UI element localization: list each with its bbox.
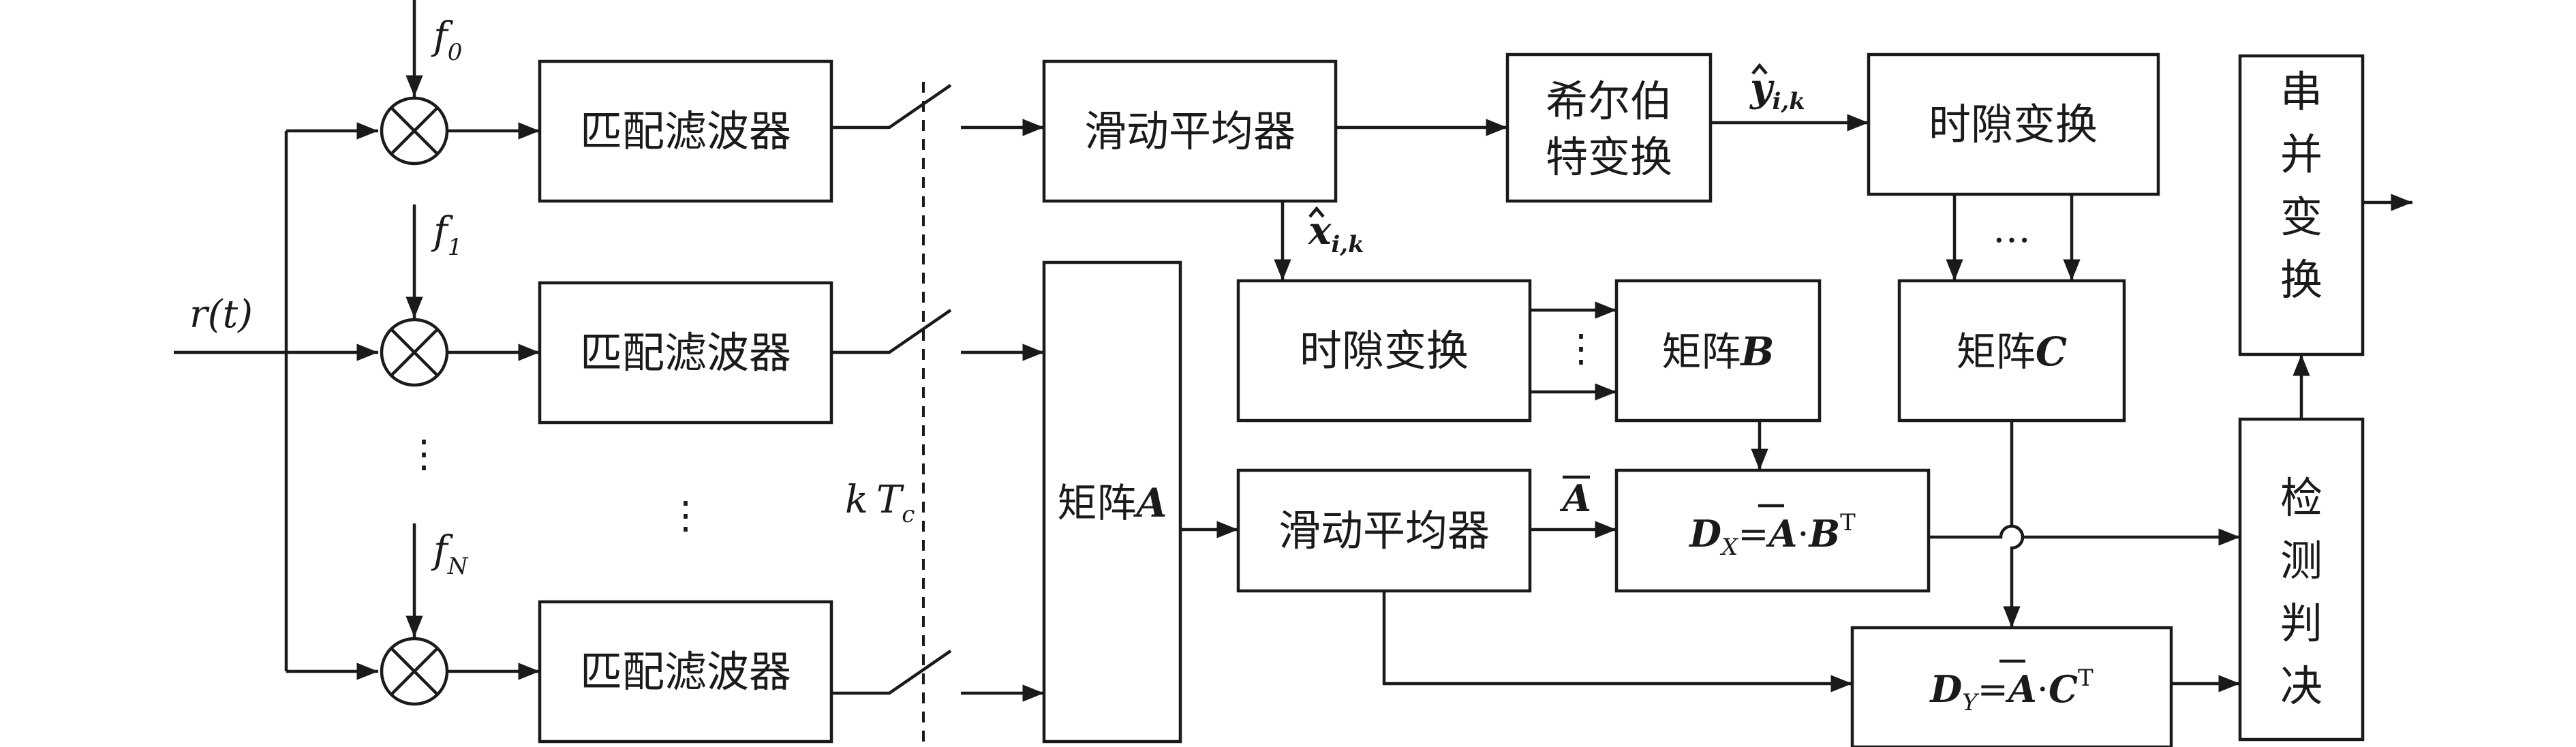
mixer-1 <box>380 318 449 387</box>
vertical-ellipsis-mixers: ⋮ <box>405 432 443 476</box>
horizontal-ellipsis: … <box>1993 207 2031 251</box>
input-label: r(t) <box>189 292 253 337</box>
vertical-ellipsis-slots: ⋮ <box>1562 326 1600 371</box>
svg-text:滑动平均器: 滑动平均器 <box>1278 506 1490 555</box>
moving-average-top: 滑动平均器 <box>1042 59 1338 203</box>
dy-box: DY=A·CT <box>1850 626 2173 747</box>
svg-text:匹配滤波器: 匹配滤波器 <box>580 106 791 156</box>
svg-text:特变换: 特变换 <box>1546 132 1672 182</box>
moving-average-bottom: 滑动平均器 <box>1236 468 1532 593</box>
matrix-c-box: 矩阵C <box>1897 279 2126 423</box>
sampler-switch-0 <box>831 84 952 129</box>
svg-text:滑动平均器: 滑动平均器 <box>1084 106 1295 156</box>
x-hat-caret <box>1308 206 1325 218</box>
matched-filter-1: 匹配滤波器 <box>538 281 833 425</box>
vertical-ellipsis-filters: ⋮ <box>666 493 705 538</box>
a-bar-label: A <box>1559 476 1591 520</box>
svg-text:矩阵C: 矩阵C <box>1957 329 2067 375</box>
osc-label-0: f0 <box>431 14 462 66</box>
y-hat-caret <box>1751 63 1768 75</box>
sampler-switch-1 <box>831 309 952 354</box>
svg-text:决: 决 <box>2280 661 2322 711</box>
svg-text:矩阵A: 矩阵A <box>1057 480 1167 526</box>
dx-formula: DX=A·BT <box>1688 509 1856 561</box>
matrix-b-box: 矩阵B <box>1614 279 1822 423</box>
serial-parallel-transform: 串 并 变 换 <box>2238 54 2365 356</box>
x-hat-label: xi,k <box>1308 209 1364 258</box>
dy-formula: DY=A·CT <box>1929 665 2094 716</box>
mixer-n <box>380 637 449 706</box>
svg-text:变: 变 <box>2280 192 2322 242</box>
osc-label-1: f1 <box>431 209 462 261</box>
svg-text:并: 并 <box>2280 129 2322 179</box>
ma-to-dy <box>1382 591 1852 692</box>
svg-text:检: 检 <box>2280 473 2322 523</box>
svg-text:时隙变换: 时隙变换 <box>1300 326 1469 376</box>
detection-decision: 检 测 判 决 <box>2238 417 2365 742</box>
mixer-0 <box>380 96 449 166</box>
svg-text:测: 测 <box>2280 536 2322 585</box>
svg-text:时隙变换: 时隙变换 <box>1929 100 2098 149</box>
c-to-dy <box>2003 421 2025 628</box>
svg-text:换: 换 <box>2280 255 2322 305</box>
svg-text:矩阵B: 矩阵B <box>1661 329 1774 375</box>
slot-transform-top: 时隙变换 <box>1867 52 2160 196</box>
dx-box: DX=A·BT <box>1614 468 1931 593</box>
matrix-a-box: 矩阵A <box>1042 260 1182 744</box>
svg-text:判: 判 <box>2280 598 2322 648</box>
matched-filter-0: 匹配滤波器 <box>538 59 833 203</box>
svg-text:串: 串 <box>2280 67 2322 117</box>
svg-text:希尔伯: 希尔伯 <box>1546 76 1672 126</box>
svg-text:匹配滤波器: 匹配滤波器 <box>580 647 791 697</box>
hilbert-transform: 希尔伯 特变换 <box>1505 52 1713 203</box>
matched-filter-n: 匹配滤波器 <box>538 600 833 744</box>
sampler-switch-n <box>831 650 952 695</box>
osc-label-n: fN <box>431 528 469 580</box>
dx-to-detector <box>1929 524 2240 546</box>
svg-text:匹配滤波器: 匹配滤波器 <box>580 328 791 378</box>
slot-transform-mid: 时隙变换 <box>1236 279 1532 423</box>
y-hat-label: yi,k <box>1749 65 1805 115</box>
